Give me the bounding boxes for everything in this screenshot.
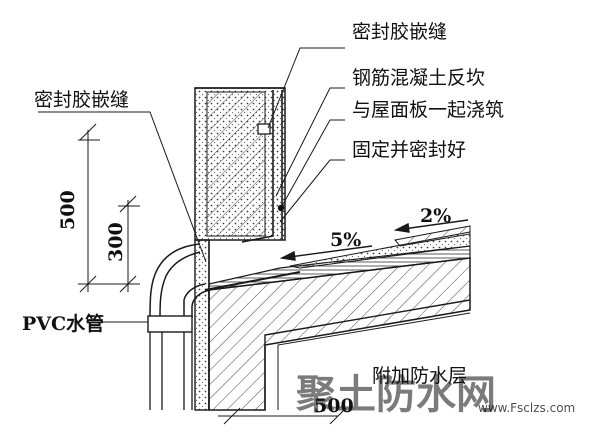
- wall: [194, 87, 286, 241]
- dim-height-300: 300: [105, 222, 127, 262]
- flashing: [241, 90, 285, 243]
- slope-label-2: 2%: [420, 205, 451, 227]
- slope-label-5: 5%: [330, 229, 361, 251]
- watermark-text: 聚土防水网: [295, 372, 496, 418]
- label-sealant-top: 密封胶嵌缝: [352, 21, 447, 43]
- label-pvc-pipe: PVC水管: [22, 312, 104, 335]
- fixing-block: [257, 123, 271, 135]
- dimension-lines: [78, 123, 347, 425]
- watermark-url: www.Fsclzs.com: [478, 401, 575, 415]
- slope-arrows: [279, 219, 469, 261]
- label-upturn-line2: 与屋面板一起浇筑: [352, 99, 504, 121]
- label-sealant-left: 密封胶嵌缝: [34, 89, 129, 111]
- label-extra-waterproof: 附加防水层: [372, 365, 467, 387]
- roofing-layers: [204, 225, 471, 291]
- leader-lines: [38, 47, 345, 323]
- watermark: 聚土防水网 www.Fsclzs.com: [295, 372, 575, 418]
- label-upturn-line1: 钢筋混凝土反坎: [352, 67, 485, 89]
- gutter-wall: [194, 239, 210, 411]
- pvc-pipe: [147, 243, 211, 410]
- dim-width-500: 500: [314, 395, 354, 417]
- dim-height-500: 500: [57, 190, 79, 230]
- fixing-point: [277, 204, 285, 212]
- label-fix-seal: 固定并密封好: [352, 139, 466, 161]
